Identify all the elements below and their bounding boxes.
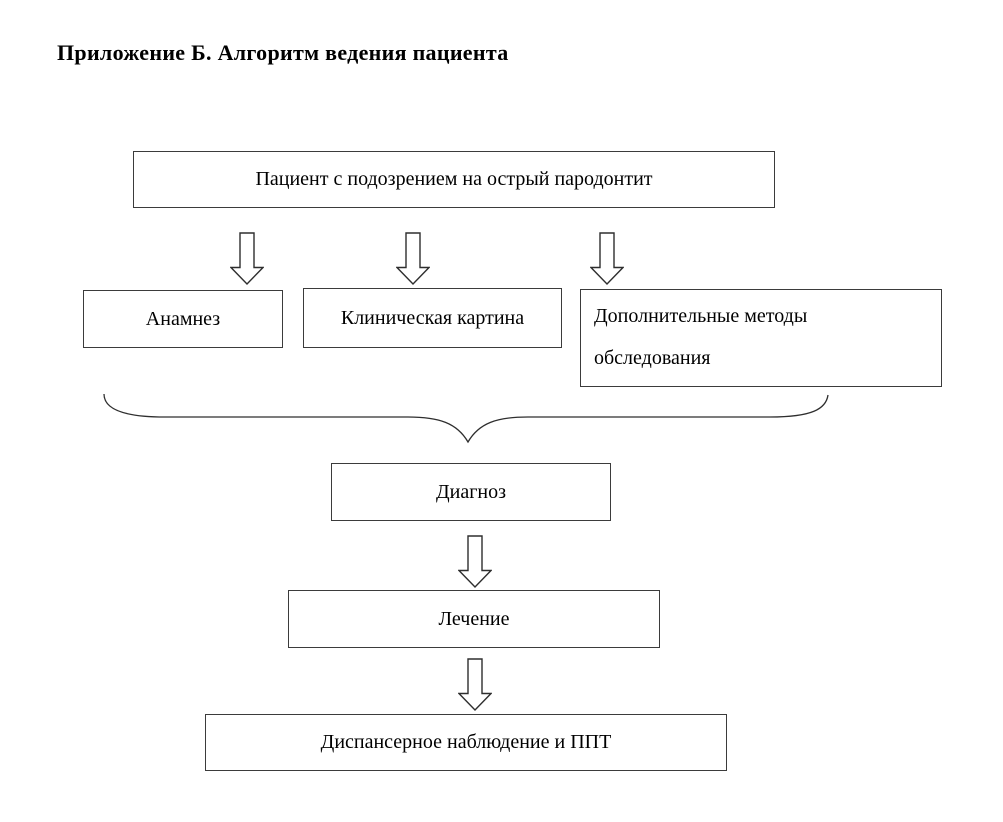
node-clinical-label: Клиническая картина [340,306,525,329]
node-followup-label: Диспансерное наблюдение и ППТ [320,731,612,753]
down-arrow-to-clinical-icon [396,232,430,285]
node-patient-label: Пациент с подозрением на острый пародонт… [255,168,653,190]
node-treatment: Лечение [288,590,660,648]
node-patient: Пациент с подозрением на острый пародонт… [133,151,775,208]
down-arrow-to-treatment-icon [458,535,492,588]
node-anamnesis-label: Анамнез [145,307,221,330]
node-additional-label-line2: обследования [594,347,711,369]
node-anamnesis: Анамнез [83,290,283,348]
node-clinical: Клиническая картина [303,288,562,348]
down-arrow-to-anamnesis-icon [230,232,264,285]
page-title: Приложение Б. Алгоритм ведения пациента [57,40,509,65]
node-additional-label-line1: Дополнительные методы [594,305,808,327]
down-arrow-to-followup-icon [458,658,492,711]
node-followup: Диспансерное наблюдение и ППТ [205,714,727,771]
node-treatment-label: Лечение [438,607,510,630]
node-diagnosis: Диагноз [331,463,611,521]
down-arrow-to-additional-icon [590,232,624,285]
node-additional: Дополнительные методы обследования [580,289,942,387]
curly-brace-icon [103,393,829,444]
node-diagnosis-label: Диагноз [435,480,507,503]
